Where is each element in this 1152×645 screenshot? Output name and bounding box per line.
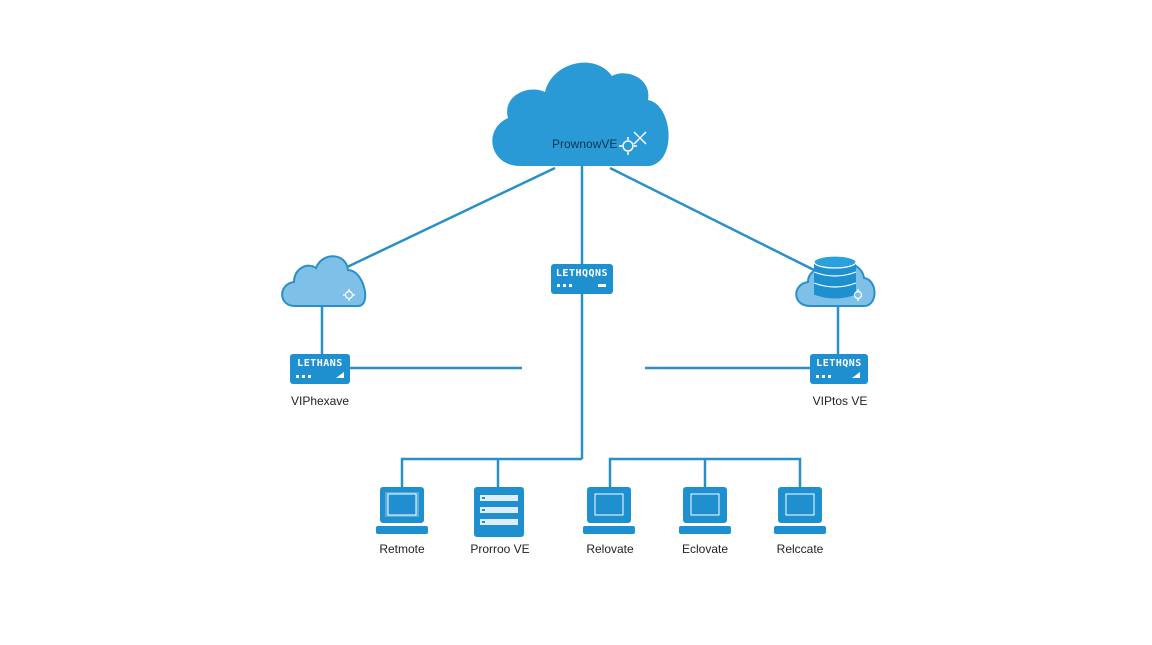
database-icon (813, 255, 857, 299)
cloud-label: PrownowVE (552, 137, 618, 151)
left-switch-caption: VIPhexave (290, 394, 350, 408)
main-cloud (492, 62, 669, 166)
right-switch (810, 354, 868, 384)
right-switch-label: LETHQNS (816, 358, 862, 369)
monitor-icon (583, 487, 635, 534)
center-switch-label: LETHQQNS (555, 268, 609, 279)
endpoint-label: Prorroo VE (470, 542, 530, 556)
left-cloud-shape (281, 255, 367, 307)
endpoint-label: Relovate (586, 542, 634, 556)
link-cloud-left (344, 166, 556, 270)
monitor-icon (679, 487, 731, 534)
gear-icon (853, 289, 863, 301)
monitor-icon (774, 487, 826, 534)
link-cloud-right (609, 166, 819, 274)
center-switch (551, 264, 613, 294)
left-switch-label: LETHANS (297, 358, 343, 369)
left-cloud (281, 255, 367, 307)
right-switch-caption: VIPtos VE (812, 394, 868, 408)
endpoint-label: Retmote (379, 542, 425, 556)
gear-icon (343, 289, 355, 301)
endpoint-label: Relccate (776, 542, 824, 556)
main-cloud-shape (492, 62, 669, 166)
gear-x-icon (619, 131, 647, 155)
right-cloud (795, 255, 876, 307)
left-switch (290, 354, 350, 384)
endpoint-label: Eclovate (681, 542, 729, 556)
link-left-bus (400, 457, 582, 487)
server-icon (474, 487, 524, 537)
connector-lines (320, 165, 840, 487)
monitor-icon (376, 487, 428, 534)
